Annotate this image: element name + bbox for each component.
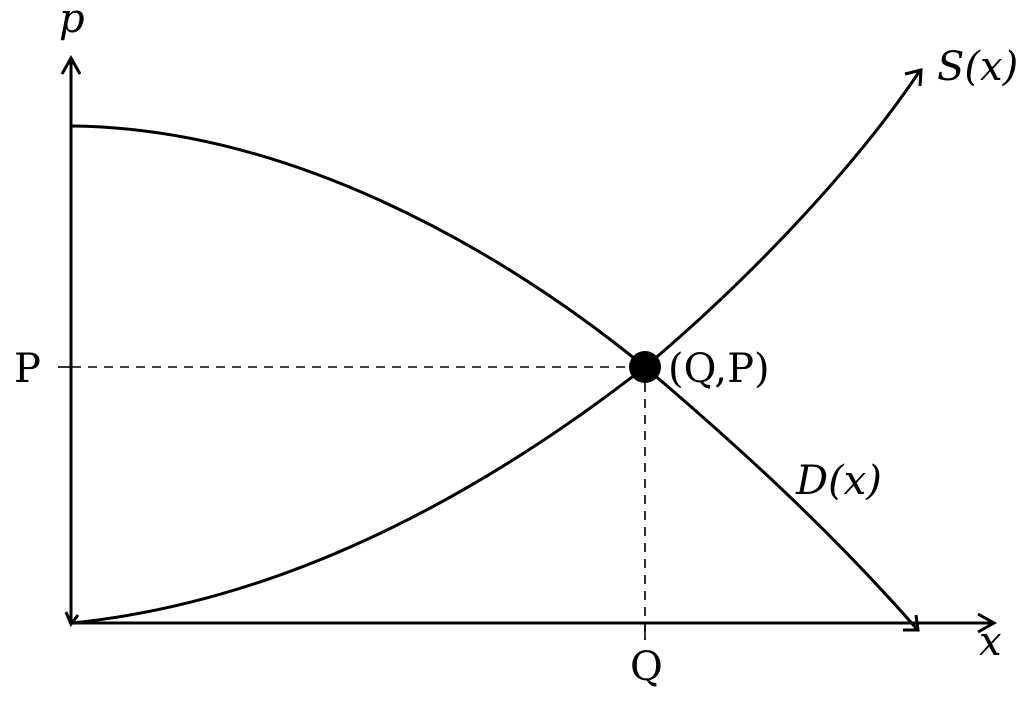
- supply-curve-label: S(x): [937, 44, 1018, 90]
- origin-arrowhead: [64, 611, 80, 627]
- x-axis-arrowhead: [977, 612, 998, 634]
- x-axis-label: x: [979, 619, 1002, 665]
- equilibrium-point: [629, 351, 661, 383]
- y-axis-arrowhead: [60, 54, 82, 75]
- price-label: P: [14, 346, 41, 392]
- supply-curve-arrowhead: [904, 68, 923, 87]
- equilibrium-label: (Q,P): [668, 346, 770, 392]
- y-axis-label: p: [59, 0, 85, 42]
- quantity-label: Q: [630, 644, 663, 690]
- demand-curve-label: D(x): [795, 458, 882, 504]
- supply-curve: [70, 70, 921, 625]
- demand-curve-arrowhead: [903, 614, 920, 632]
- demand-curve: [70, 124, 918, 630]
